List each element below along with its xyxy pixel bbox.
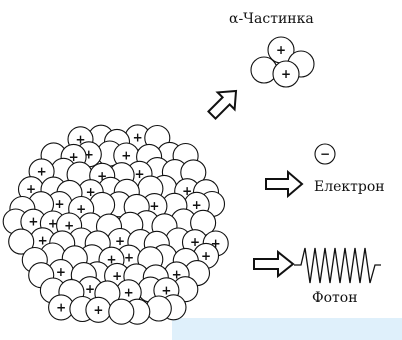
proton-sign: + bbox=[133, 130, 143, 144]
electron-sign: − bbox=[320, 147, 330, 161]
proton-sign: + bbox=[201, 249, 211, 263]
proton-sign: + bbox=[69, 150, 79, 164]
nucleon bbox=[145, 295, 172, 322]
proton-sign: + bbox=[93, 303, 103, 317]
proton-sign: + bbox=[56, 265, 66, 279]
electron-label: Електрон bbox=[314, 179, 385, 195]
proton-sign: + bbox=[64, 219, 74, 233]
highlight-band bbox=[172, 318, 402, 340]
nucleus: +++++++++++++++++++++++++++++++++ bbox=[2, 124, 229, 325]
proton-sign: + bbox=[97, 169, 107, 183]
proton-sign: + bbox=[37, 164, 47, 178]
proton-sign: + bbox=[54, 197, 64, 211]
nucleon bbox=[8, 228, 35, 255]
proton-sign: + bbox=[276, 43, 286, 57]
proton-sign: + bbox=[121, 149, 131, 163]
proton-sign: + bbox=[211, 237, 221, 251]
proton-sign: + bbox=[112, 269, 122, 283]
proton-sign: + bbox=[281, 67, 291, 81]
proton-sign: + bbox=[26, 182, 36, 196]
proton-sign: + bbox=[182, 184, 192, 198]
photon-wave bbox=[294, 247, 381, 284]
proton-sign: + bbox=[124, 251, 134, 265]
proton-sign: + bbox=[124, 285, 134, 299]
proton-sign: + bbox=[106, 253, 116, 267]
proton-sign: + bbox=[48, 217, 58, 231]
proton-sign: + bbox=[28, 215, 38, 229]
alpha-particle: + + bbox=[250, 36, 315, 88]
proton-sign: + bbox=[134, 167, 144, 181]
proton-sign: + bbox=[75, 132, 85, 146]
proton-sign: + bbox=[161, 283, 171, 297]
electron bbox=[314, 143, 336, 165]
photon-arrow-icon bbox=[253, 249, 295, 279]
proton-sign: + bbox=[84, 147, 94, 161]
nucleon bbox=[108, 298, 135, 325]
proton-sign: + bbox=[192, 198, 202, 212]
electron-arrow-icon bbox=[265, 169, 304, 199]
proton-sign: + bbox=[76, 202, 86, 216]
alpha-arrow-icon bbox=[207, 89, 238, 120]
proton-sign: + bbox=[172, 267, 182, 281]
proton-sign: + bbox=[149, 199, 159, 213]
alpha-label: α-Частинка bbox=[229, 11, 314, 27]
alpha-nucleon bbox=[272, 60, 300, 88]
proton-sign: + bbox=[86, 185, 96, 199]
proton-sign: + bbox=[85, 282, 95, 296]
proton-sign: + bbox=[190, 235, 200, 249]
proton-sign: + bbox=[38, 233, 48, 247]
photon-label: Фотон bbox=[312, 290, 358, 306]
proton-sign: + bbox=[56, 300, 66, 314]
proton-sign: + bbox=[115, 234, 125, 248]
